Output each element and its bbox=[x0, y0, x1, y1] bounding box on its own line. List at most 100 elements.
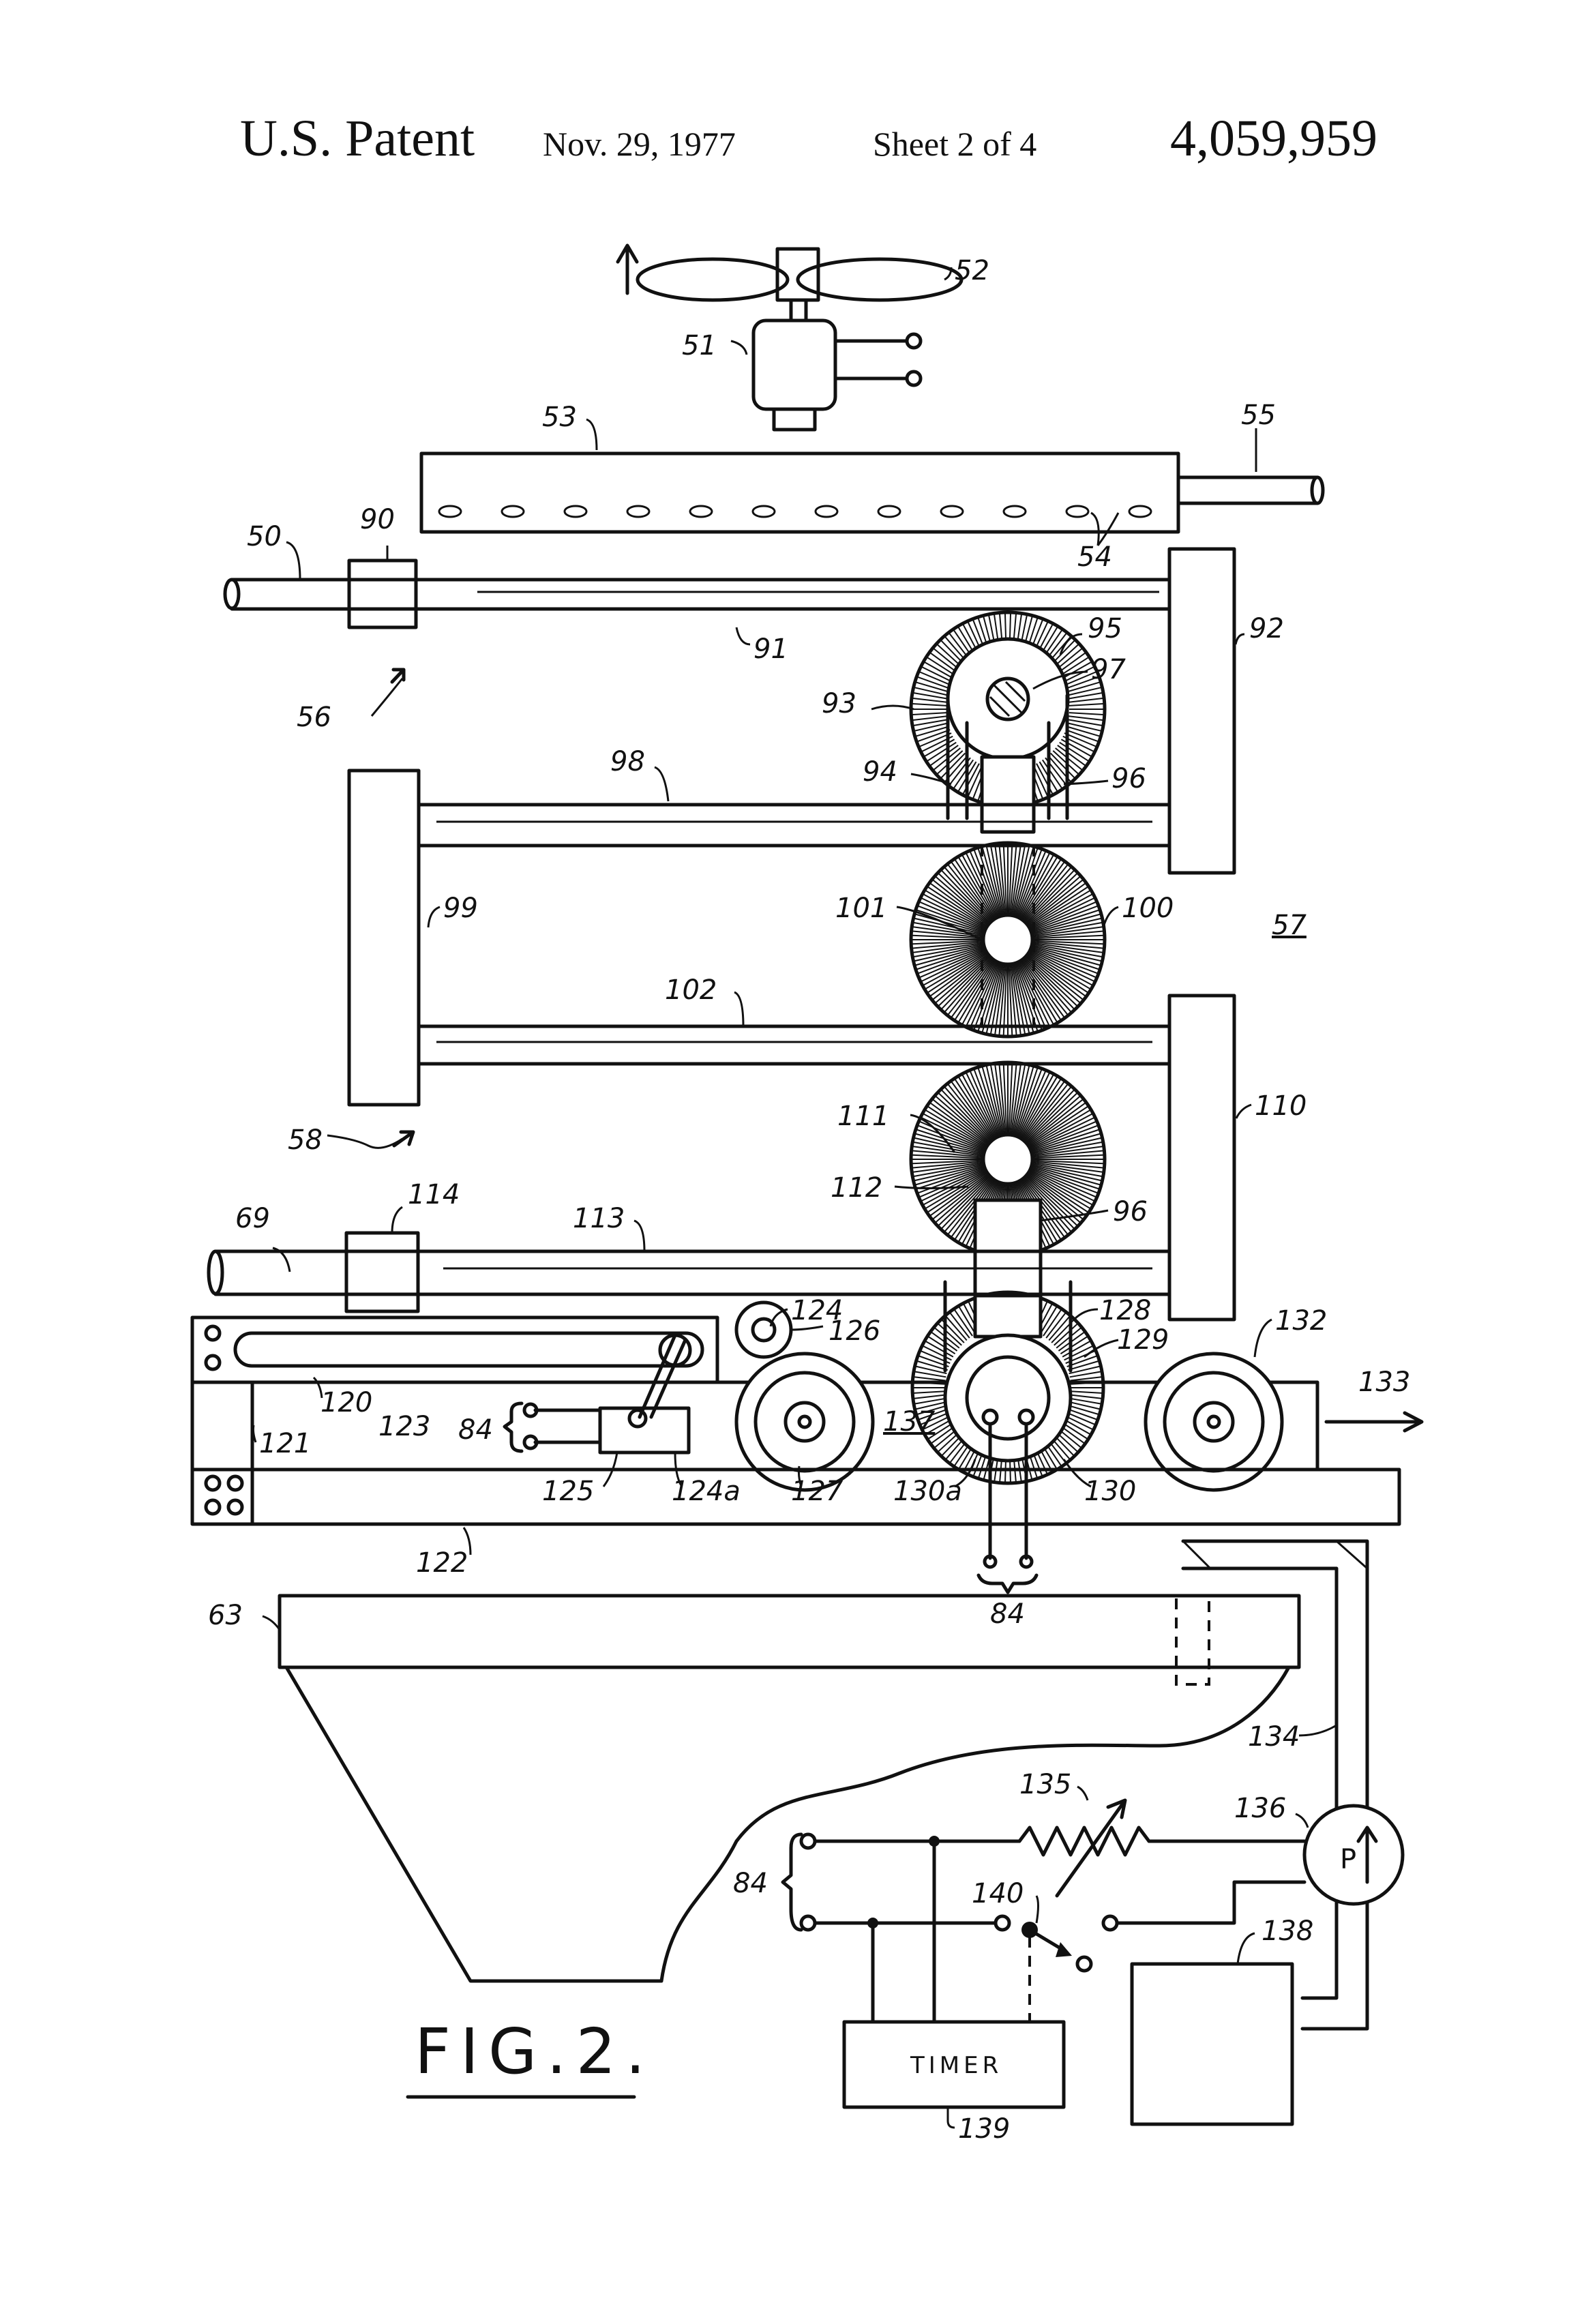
label-84-circuit: 84 bbox=[733, 1868, 768, 1899]
label-84-motor: 84 bbox=[990, 1598, 1025, 1630]
label-135: 135 bbox=[1019, 1769, 1071, 1800]
motor-base bbox=[774, 409, 815, 430]
bristle bbox=[914, 1377, 946, 1380]
label-112: 112 bbox=[831, 1172, 882, 1204]
label-56: 56 bbox=[297, 702, 331, 733]
return-pipe-134 bbox=[1183, 1541, 1367, 2029]
nozzle-hole bbox=[439, 506, 461, 517]
label-51: 51 bbox=[682, 330, 717, 361]
nozzle-hole bbox=[690, 506, 712, 517]
label-114: 114 bbox=[408, 1179, 460, 1210]
bristle bbox=[1068, 1361, 1098, 1370]
bristle bbox=[931, 745, 958, 765]
label-52: 52 bbox=[955, 255, 989, 286]
label-110: 110 bbox=[1255, 1090, 1307, 1122]
track-120 bbox=[192, 1317, 717, 1382]
label-95: 95 bbox=[1088, 613, 1122, 644]
bristle bbox=[1069, 698, 1103, 702]
bristle bbox=[918, 1361, 948, 1370]
bristle bbox=[913, 698, 947, 702]
label-55: 55 bbox=[1241, 400, 1276, 431]
pump-label: P bbox=[1340, 1844, 1356, 1875]
nozzle-hole bbox=[1129, 506, 1151, 517]
label-63: 63 bbox=[208, 1600, 243, 1631]
fan-blade-right bbox=[798, 259, 961, 300]
label-125: 125 bbox=[542, 1476, 594, 1507]
nozzle-hole bbox=[1004, 506, 1026, 517]
block-110 bbox=[1169, 996, 1234, 1320]
bristle bbox=[938, 751, 963, 774]
fan-assembly bbox=[618, 245, 961, 430]
label-121: 121 bbox=[259, 1428, 311, 1459]
variable-resistor-135 bbox=[1019, 1828, 1149, 1855]
label-133: 133 bbox=[1358, 1367, 1410, 1398]
nozzle-hole bbox=[753, 506, 775, 517]
label-84-carriage: 84 bbox=[458, 1414, 493, 1446]
label-54: 54 bbox=[1077, 541, 1112, 573]
label-53: 53 bbox=[542, 402, 577, 433]
nozzle-hole bbox=[1066, 506, 1088, 517]
label-113: 113 bbox=[573, 1203, 625, 1234]
bristle bbox=[941, 754, 965, 778]
nozzle-hole bbox=[565, 506, 586, 517]
label-102: 102 bbox=[665, 974, 717, 1006]
label-132: 132 bbox=[1275, 1305, 1327, 1337]
collar-90 bbox=[349, 561, 416, 627]
bristle bbox=[1068, 1405, 1098, 1414]
label-50: 50 bbox=[247, 521, 282, 552]
label-136: 136 bbox=[1234, 1793, 1286, 1824]
bristle bbox=[914, 1391, 945, 1393]
label-69: 69 bbox=[235, 1203, 270, 1234]
label-123: 123 bbox=[378, 1411, 430, 1442]
reference-labels: 52 51 53 55 54 50 90 91 92 56 95 97 93 9… bbox=[208, 255, 1410, 2145]
bristle bbox=[1051, 754, 1075, 778]
manifold-tube bbox=[421, 453, 1178, 532]
bristle bbox=[1070, 1377, 1101, 1380]
bristle bbox=[1069, 704, 1103, 706]
label-94: 94 bbox=[863, 756, 897, 788]
nozzle-hole bbox=[502, 506, 524, 517]
bristle bbox=[1071, 1391, 1102, 1393]
label-111: 111 bbox=[837, 1101, 889, 1132]
block-92 bbox=[1169, 549, 1234, 873]
block-99 bbox=[349, 771, 419, 1105]
label-128: 128 bbox=[1099, 1295, 1151, 1326]
label-100: 100 bbox=[1122, 893, 1174, 924]
nozzle-hole bbox=[816, 506, 837, 517]
label-92: 92 bbox=[1249, 613, 1284, 644]
label-127: 127 bbox=[791, 1476, 844, 1507]
bristle bbox=[914, 1395, 946, 1398]
label-139: 139 bbox=[958, 2113, 1010, 2145]
bristle bbox=[1069, 713, 1103, 715]
nozzle-row bbox=[439, 506, 1151, 517]
bristle bbox=[1069, 716, 1103, 720]
upper-brush bbox=[911, 612, 1105, 832]
reservoir-138 bbox=[1132, 1964, 1292, 2124]
fan-motor bbox=[753, 321, 835, 409]
bristle bbox=[912, 713, 946, 715]
bristle bbox=[912, 704, 946, 706]
collar-114 bbox=[346, 1233, 418, 1311]
nozzle-hole bbox=[627, 506, 649, 517]
figure-caption: FIG.2. bbox=[415, 2015, 655, 2088]
label-93: 93 bbox=[822, 688, 856, 719]
label-96-upper: 96 bbox=[1111, 763, 1146, 794]
airflow-arrow bbox=[618, 245, 637, 293]
nozzle-hole bbox=[878, 506, 900, 517]
label-140: 140 bbox=[972, 1878, 1024, 1909]
label-137: 137 bbox=[883, 1406, 936, 1437]
label-126: 126 bbox=[829, 1315, 880, 1347]
fan-blade-left bbox=[638, 259, 788, 300]
label-130a: 130a bbox=[893, 1476, 962, 1507]
label-122: 122 bbox=[416, 1547, 468, 1579]
label-98: 98 bbox=[610, 746, 645, 777]
label-90: 90 bbox=[360, 504, 395, 535]
fan-shaft bbox=[791, 300, 806, 321]
control-circuit bbox=[783, 1800, 1304, 2107]
label-58: 58 bbox=[288, 1124, 323, 1156]
label-130: 130 bbox=[1084, 1476, 1136, 1507]
bristle bbox=[913, 716, 947, 720]
label-101: 101 bbox=[835, 893, 887, 924]
nozzle-hole bbox=[941, 506, 963, 517]
